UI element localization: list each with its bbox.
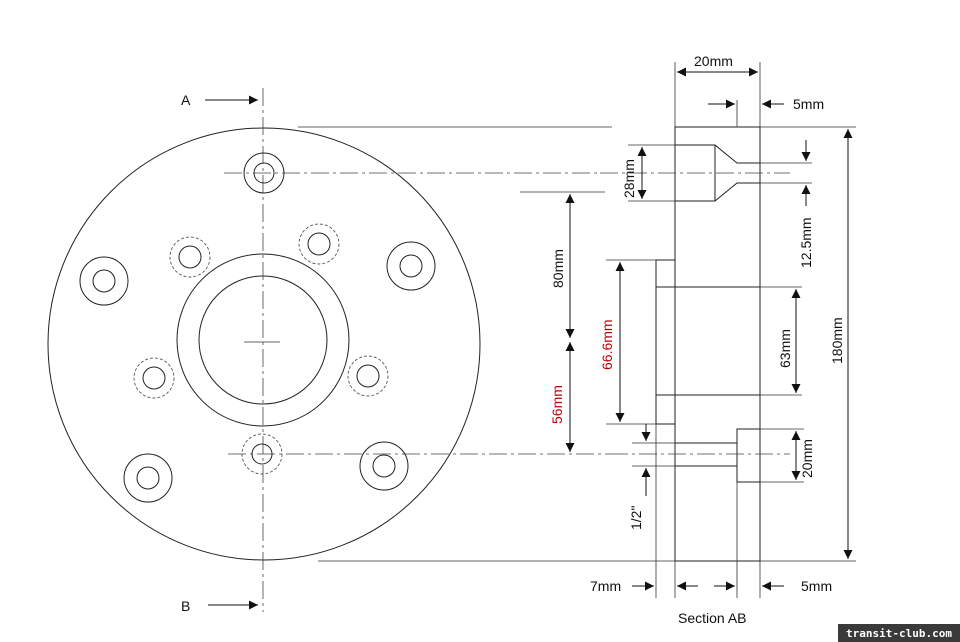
countersink-bottom-edge (675, 182, 760, 202)
dim-recess-depth: 5mm (793, 96, 824, 112)
section-marker-b: B (181, 598, 190, 614)
watermark: transit-club.com (838, 624, 960, 642)
small-hole-upper-left (169, 236, 211, 278)
dimensions: 20mm 5mm 28mm 12.5mm 80mm 56mm 66.6mm 63… (549, 53, 856, 598)
dim-to-bore: 80mm (550, 249, 566, 288)
countersink-top-edge (675, 144, 760, 164)
bolt-hole-right (386, 241, 436, 291)
spigot-profile (655, 259, 675, 425)
counterbore-top-edge (675, 428, 760, 444)
hub-outer-circle (176, 253, 350, 427)
dim-hole-diameter: 28mm (621, 159, 637, 198)
spacer-plate (674, 126, 761, 562)
small-hole-lower-left (133, 357, 175, 399)
small-hole-upper-right (298, 223, 340, 265)
dim-bottom-recess: 5mm (801, 578, 832, 594)
counterbore-bottom-edge (675, 465, 760, 483)
watermark-text: transit-club.com (846, 627, 952, 640)
bolt-hole-lower-left (123, 453, 173, 503)
projection-lines (298, 126, 675, 562)
section-title: Section AB (678, 610, 747, 626)
small-hole-lower-right (347, 355, 389, 397)
section-marker-a: A (181, 92, 191, 108)
dim-hole-offset: 12.5mm (798, 217, 814, 268)
section-view (600, 100, 790, 562)
dim-spigot-height: 7mm (590, 578, 621, 594)
dim-thickness-total: 20mm (694, 53, 733, 69)
front-view: A B (47, 88, 610, 614)
dim-bore-diameter: 66.6mm (599, 319, 615, 370)
dim-below-bore: 56mm (549, 385, 565, 424)
stud-hole-bottom (241, 433, 283, 475)
outer-flange-circle (47, 127, 481, 561)
stud-hole-top (243, 152, 285, 194)
dim-overall-diameter: 180mm (829, 317, 845, 364)
dim-stud-size: 1/2" (628, 506, 644, 530)
bolt-hole-lower-right (359, 441, 409, 491)
bolt-hole-left (79, 256, 129, 306)
dim-counterbore-diameter: 20mm (799, 439, 815, 478)
dim-spigot-diameter: 63mm (777, 329, 793, 368)
